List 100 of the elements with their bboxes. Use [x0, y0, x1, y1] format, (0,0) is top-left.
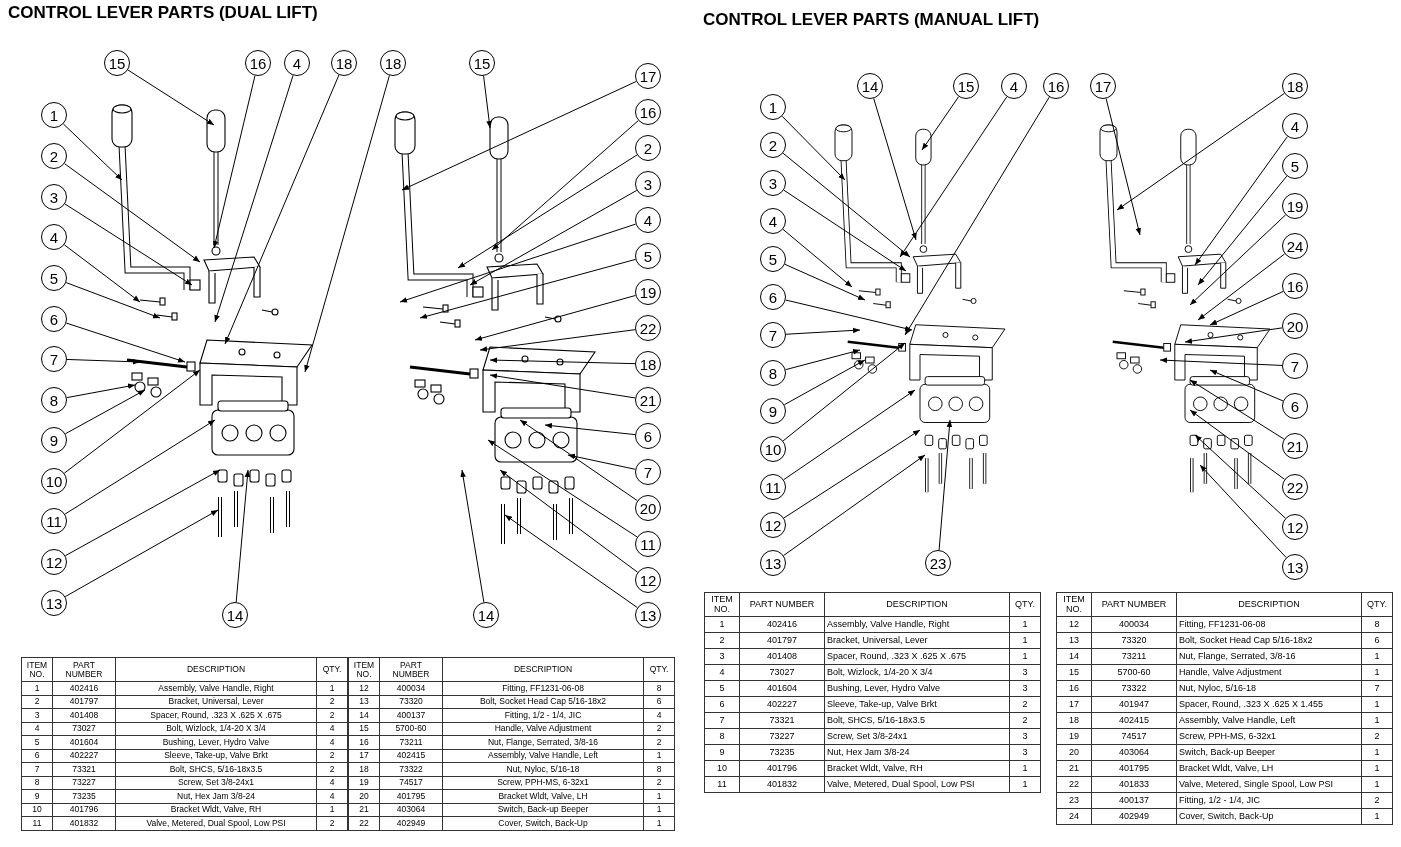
- quantity: 3: [1009, 744, 1041, 761]
- leader-line: [1189, 379, 1285, 440]
- quantity: 8: [643, 681, 675, 695]
- item-number: 8: [21, 776, 53, 790]
- callout-number: 21: [1282, 433, 1308, 459]
- column-header: PART NUMBER: [52, 657, 116, 682]
- part-number: 73320: [1091, 632, 1177, 649]
- callout-number: 4: [760, 208, 786, 234]
- quantity: 1: [1361, 664, 1393, 681]
- item-number: 5: [21, 735, 53, 749]
- callout-number: 20: [1282, 313, 1308, 339]
- leader-line: [783, 429, 921, 519]
- callout-number: 6: [760, 284, 786, 310]
- leader-line: [460, 469, 485, 603]
- leader-line: [1116, 92, 1285, 211]
- callout-number: 7: [635, 459, 661, 485]
- callout-number: 16: [635, 99, 661, 125]
- quantity: 1: [643, 816, 675, 830]
- callout-number: 21: [635, 387, 661, 413]
- description-text: Valve, Metered, Dual Spool, Low PSI: [115, 816, 317, 830]
- callout-number: 1: [760, 94, 786, 120]
- callout-number: 5: [760, 246, 786, 272]
- leader-line: [401, 80, 637, 191]
- leader-line: [304, 75, 390, 373]
- description-text: Valve, Metered, Single Spool, Low PSI: [1176, 776, 1362, 793]
- item-number: 19: [348, 776, 380, 790]
- leader-line: [479, 329, 636, 352]
- callout-number: 13: [41, 590, 67, 616]
- quantity: 8: [643, 762, 675, 776]
- callout-number: 4: [1001, 73, 1027, 99]
- callout-number: 11: [635, 531, 661, 557]
- description-text: Switch, Back-up Beeper: [442, 803, 644, 817]
- part-number: 402949: [379, 816, 443, 830]
- leader-line: [1194, 434, 1286, 519]
- part-number: 402949: [1091, 808, 1177, 825]
- part-number: 401604: [52, 735, 116, 749]
- quantity: 1: [1009, 648, 1041, 665]
- part-number: 402416: [52, 681, 116, 695]
- description-text: Bushing, Lever, Hydro Valve: [824, 680, 1010, 697]
- description-text: Screw, Set 3/8-24x1: [824, 728, 1010, 745]
- quantity: 2: [1361, 792, 1393, 809]
- quantity: 1: [1361, 776, 1393, 793]
- section-title: CONTROL LEVER PARTS (DUAL LIFT): [8, 3, 318, 23]
- leader-line: [567, 453, 636, 470]
- description-text: Sleeve, Take-up, Valve Brkt: [824, 696, 1010, 713]
- description-text: Fitting, 1/2 - 1/4, JIC: [1176, 792, 1362, 809]
- part-number: 402416: [739, 616, 825, 633]
- description-text: Bolt, SHCS, 5/16-18x3.5: [824, 712, 1010, 729]
- callout-number: 2: [760, 132, 786, 158]
- quantity: 4: [316, 776, 348, 790]
- callout-number: 3: [635, 171, 661, 197]
- description-text: Spacer, Round, .323 X .625 X 1.455: [1176, 696, 1362, 713]
- callout-number: 6: [41, 306, 67, 332]
- item-number: 16: [1056, 680, 1092, 697]
- part-number: 401795: [379, 789, 443, 803]
- callout-number: 4: [1282, 113, 1308, 139]
- callout-number: 19: [635, 279, 661, 305]
- leader-line: [235, 469, 251, 603]
- callout-number: 2: [41, 143, 67, 169]
- callout-number: 16: [245, 50, 271, 76]
- quantity: 2: [643, 735, 675, 749]
- callout-number: 8: [41, 387, 67, 413]
- item-number: 12: [348, 681, 380, 695]
- part-number: 401797: [52, 695, 116, 709]
- item-number: 9: [21, 789, 53, 803]
- callout-number: 23: [925, 550, 951, 576]
- description-text: Nut, Nyloc, 5/16-18: [1176, 680, 1362, 697]
- callout-number: 18: [331, 50, 357, 76]
- callout-number: 19: [1282, 193, 1308, 219]
- quantity: 2: [643, 776, 675, 790]
- part-number: 73027: [739, 664, 825, 681]
- column-header: PART NUMBER: [1091, 592, 1177, 617]
- quantity: 1: [1361, 648, 1393, 665]
- section-title: CONTROL LEVER PARTS (MANUAL LIFT): [703, 10, 1040, 30]
- item-number: 15: [348, 722, 380, 736]
- leader-line: [64, 509, 219, 598]
- quantity: 2: [1009, 712, 1041, 729]
- part-number: 73235: [739, 744, 825, 761]
- callout-number: 9: [41, 427, 67, 453]
- part-number: 401832: [739, 776, 825, 793]
- leader-line: [419, 258, 636, 319]
- leader-line: [64, 469, 221, 557]
- leader-line: [899, 96, 1008, 258]
- quantity: 7: [1361, 680, 1393, 697]
- description-text: Bolt, SHCS, 5/16-18x3.5: [115, 762, 317, 776]
- callout-number: 17: [635, 63, 661, 89]
- leader-line: [64, 163, 201, 263]
- leader-line: [1197, 175, 1288, 286]
- leader-line: [64, 389, 146, 435]
- leader-line: [66, 383, 136, 399]
- leader-line: [1194, 136, 1288, 266]
- leader-line: [921, 96, 960, 151]
- part-number: 73211: [379, 735, 443, 749]
- callout-number: 13: [635, 602, 661, 628]
- leader-line: [489, 373, 636, 399]
- leader-line: [784, 263, 866, 301]
- description-text: Cover, Switch, Back-Up: [442, 816, 644, 830]
- description-text: Screw, PPH-MS, 6-32x1: [442, 776, 644, 790]
- column-header: DESCRIPTION: [442, 657, 644, 682]
- leader-line: [214, 74, 294, 323]
